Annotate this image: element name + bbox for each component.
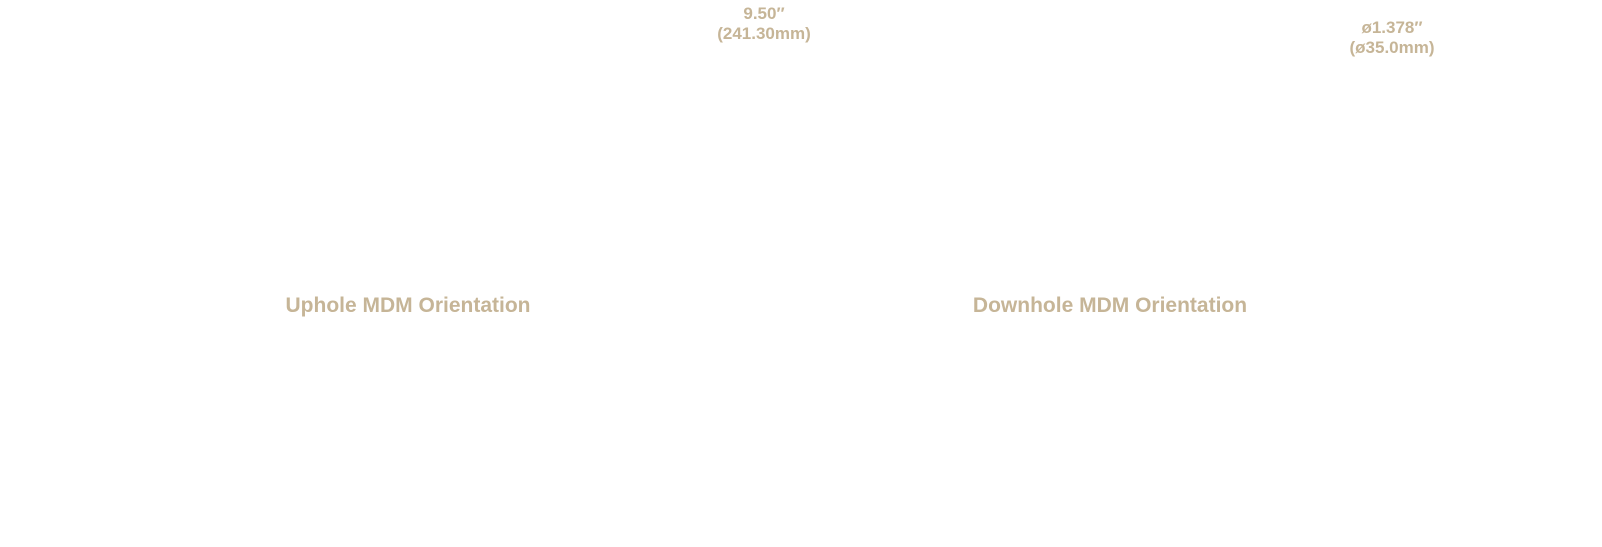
length-dimension-label: 9.50″ (241.30mm) — [690, 4, 838, 45]
diameter-dimension-label: ø1.378″ (ø35.0mm) — [1316, 18, 1468, 59]
downhole-orientation-title: Downhole MDM Orientation — [972, 294, 1248, 317]
uphole-orientation-title: Uphole MDM Orientation — [285, 294, 531, 317]
diameter-inches: ø1.378″ — [1361, 18, 1423, 37]
length-millimeters: (241.30mm) — [717, 24, 811, 44]
diameter-millimeters: (ø35.0mm) — [1349, 38, 1435, 58]
length-inches: 9.50″ — [743, 4, 785, 23]
